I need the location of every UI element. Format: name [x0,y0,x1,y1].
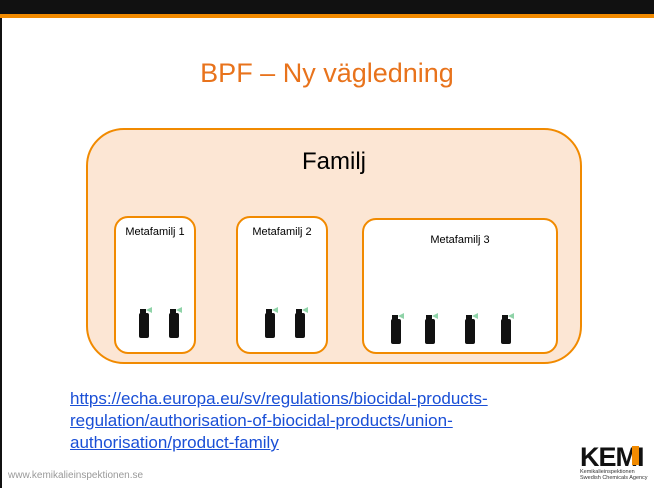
echa-guidance-link[interactable]: https://echa.europa.eu/sv/regulations/bi… [70,389,488,452]
metafamily-label: Metafamilj 3 [430,234,490,246]
footer-website-url: www.kemikalieinspektionen.se [8,470,144,481]
spray-bottle-icon [169,307,182,338]
spray-bottle-icon [139,307,152,338]
family-label: Familj [302,148,366,175]
metafamily-label: Metafamilj 2 [252,226,312,238]
left-border-line [0,18,2,488]
spray-bottle-icon [391,313,404,344]
logo-subtitle: Kemikalieinspektionen Swedish Chemicals … [580,469,648,481]
family-box: Familj Metafamilj 1 Metafamilj 2 Metafam… [86,128,582,364]
metafamily-label: Metafamilj 1 [125,226,185,238]
kemi-logo: KEMI Kemikalieinspektionen Swedish Chemi… [580,442,648,482]
slide-title: BPF – Ny vägledning [200,58,454,88]
spray-bottle-icon [465,313,478,344]
logo-subtitle-2: Swedish Chemicals Agency [580,475,648,481]
spray-bottle-icon [265,307,278,338]
spray-bottle-icon [501,313,514,344]
top-bar [0,0,654,14]
spray-bottle-icon [295,307,308,338]
metafamily-box-3: Metafamilj 3 [362,218,558,354]
metafamily-box-1: Metafamilj 1 [114,216,196,354]
logo-subtitle-1: Kemikalieinspektionen [580,469,635,475]
top-accent-stripe [0,14,654,18]
spray-bottle-icon [425,313,438,344]
metafamily-box-2: Metafamilj 2 [236,216,328,354]
logo-accent-bar [632,446,639,465]
